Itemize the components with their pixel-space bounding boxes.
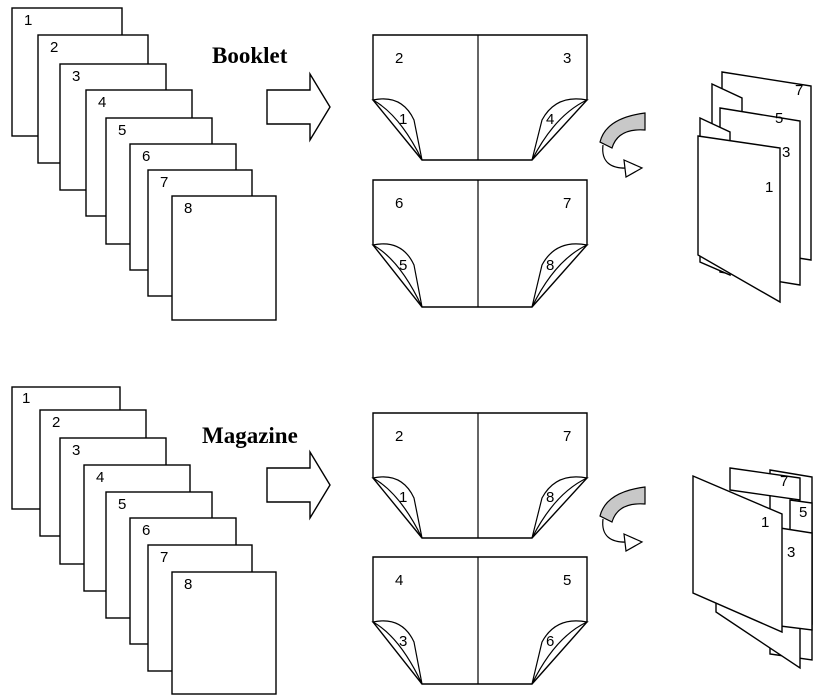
stack-page-number: 6 bbox=[142, 522, 150, 539]
stack-page-number: 7 bbox=[160, 174, 168, 191]
result-page-number: 1 bbox=[765, 179, 773, 196]
booklet-folded-result: 7 5 3 1 bbox=[697, 71, 812, 304]
magazine-sheet-1: 2 1 7 8 bbox=[371, 412, 589, 539]
stack-page-number: 5 bbox=[118, 496, 126, 513]
stack-page-number: 1 bbox=[24, 12, 32, 29]
sheet-page-number: 5 bbox=[399, 257, 407, 274]
sheet-page-number: 7 bbox=[563, 428, 571, 445]
sheet-page-number: 8 bbox=[546, 489, 554, 506]
result-page-number: 5 bbox=[775, 110, 783, 127]
result-page-number: 3 bbox=[787, 544, 795, 561]
stack-page-number: 6 bbox=[142, 148, 150, 165]
magazine-section: 1 2 3 4 5 6 7 8 Magazine 2 1 7 8 bbox=[11, 386, 813, 695]
stack-page-number: 4 bbox=[98, 94, 106, 111]
magazine-title: Magazine bbox=[202, 423, 298, 448]
stack-page-number: 4 bbox=[96, 469, 104, 486]
result-page-number: 7 bbox=[795, 82, 803, 99]
stack-page-number: 7 bbox=[160, 549, 168, 566]
arrow-right-icon bbox=[266, 71, 331, 143]
sheet-page-number: 6 bbox=[395, 195, 403, 212]
booklet-title: Booklet bbox=[212, 43, 288, 68]
result-page-number: 1 bbox=[761, 514, 769, 531]
sheet-page-number: 7 bbox=[563, 195, 571, 212]
booklet-sheet-1: 2 1 3 4 bbox=[371, 34, 589, 161]
magazine-sheet-2: 4 3 5 6 bbox=[371, 556, 589, 685]
stack-page-number: 1 bbox=[22, 390, 30, 407]
stack-page-number: 3 bbox=[72, 442, 80, 459]
result-page-number: 3 bbox=[782, 144, 790, 161]
sheet-page-number: 2 bbox=[395, 428, 403, 445]
sheet-page-number: 4 bbox=[546, 111, 554, 128]
result-page-number: 7 bbox=[780, 473, 788, 490]
sheet-page-number: 3 bbox=[399, 633, 407, 650]
stack-page-number: 8 bbox=[184, 576, 192, 593]
result-page-number: 5 bbox=[799, 504, 807, 521]
sheet-page-number: 6 bbox=[546, 633, 554, 650]
sheet-page-number: 8 bbox=[546, 257, 554, 274]
booklet-page-stack: 1 2 3 4 5 6 7 8 bbox=[11, 7, 277, 321]
stack-page-number: 2 bbox=[52, 414, 60, 431]
fold-arrow-icon bbox=[599, 486, 646, 552]
sheet-page-number: 4 bbox=[395, 572, 403, 589]
fold-arrow-icon bbox=[599, 112, 646, 178]
stack-page bbox=[171, 195, 277, 321]
stack-page-number: 5 bbox=[118, 122, 126, 139]
sheet-page-number: 2 bbox=[395, 50, 403, 67]
arrow-right-icon bbox=[266, 449, 331, 521]
stack-page-number: 8 bbox=[184, 200, 192, 217]
stack-page bbox=[171, 571, 277, 695]
booklet-sheet-2: 6 5 7 8 bbox=[371, 179, 589, 308]
magazine-folded-result: 7 5 1 3 bbox=[692, 467, 813, 670]
sheet-page-number: 1 bbox=[399, 111, 407, 128]
stack-page-number: 3 bbox=[72, 68, 80, 85]
sheet-page-number: 5 bbox=[563, 572, 571, 589]
magazine-page-stack: 1 2 3 4 5 6 7 8 bbox=[11, 386, 277, 695]
sheet-page-number: 1 bbox=[399, 489, 407, 506]
stack-page-number: 2 bbox=[50, 39, 58, 56]
sheet-page-number: 3 bbox=[563, 50, 571, 67]
booklet-section: 1 2 3 4 5 6 7 8 Booklet 2 1 3 bbox=[11, 7, 812, 321]
